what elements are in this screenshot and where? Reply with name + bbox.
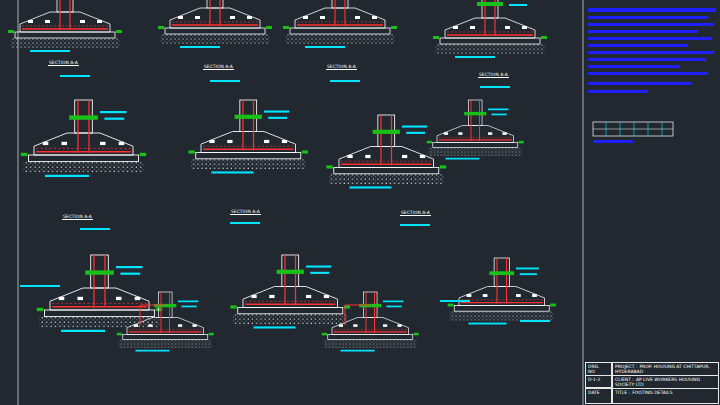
section-caption: SECTION A-A (400, 210, 431, 216)
section-caption: SECTION A-A (203, 64, 234, 70)
title-block-text: TITLE : (615, 390, 630, 395)
title-block-text: D-1-2 (588, 377, 600, 382)
title-block-cell: TITLE :FOOTING DETAILS (612, 388, 719, 404)
section-caption: SECTION A-A (326, 64, 357, 70)
section-caption: SECTION A-A (48, 60, 79, 66)
section-caption: SECTION A-A (230, 209, 261, 215)
title-block-text: DATE (588, 390, 600, 395)
title-block-text: CLIENT : (615, 377, 634, 382)
title-block-text: FOOTING DETAILS (632, 390, 673, 395)
title-block-text: DRG. NO (588, 364, 600, 374)
title-block-cell: D-1-2 (585, 375, 612, 388)
section-caption: SECTION A-A (478, 72, 509, 78)
section-caption: SECTION A-A (62, 214, 93, 220)
title-block-text: PROJECT : (615, 364, 637, 369)
title-block-cell: DATE (585, 388, 612, 404)
